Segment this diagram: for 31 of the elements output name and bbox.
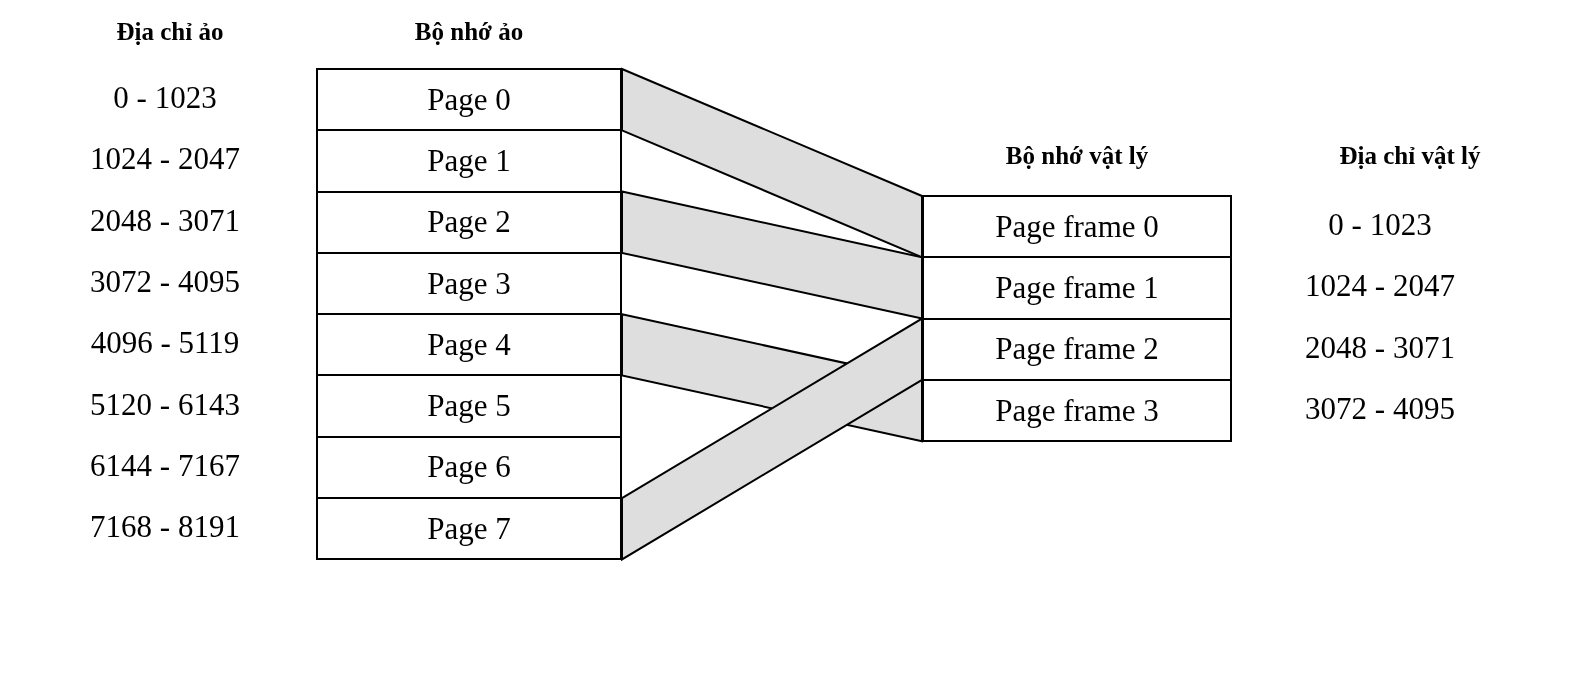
page-box: Page 4 xyxy=(316,313,622,377)
column-heading: Địa chỉ ảo xyxy=(115,18,225,46)
page-box: Page frame 3 xyxy=(922,378,1232,443)
page-box: Page frame 1 xyxy=(922,256,1232,320)
address-range: 1024 - 2047 xyxy=(1304,268,1456,305)
address-range: 6144 - 7167 xyxy=(89,447,241,484)
address-range: 3072 - 4095 xyxy=(89,263,241,300)
page-box: Page 5 xyxy=(316,374,622,438)
page-box: Page 3 xyxy=(316,251,622,316)
page-box: Page 2 xyxy=(316,190,622,254)
address-range: 3072 - 4095 xyxy=(1304,390,1456,427)
address-range: 7168 - 8191 xyxy=(89,509,241,546)
address-range: 4096 - 5119 xyxy=(89,325,241,362)
address-range: 0 - 1023 xyxy=(112,80,218,116)
address-range: 0 - 1023 xyxy=(1327,207,1433,243)
mapping-band xyxy=(621,190,923,320)
address-range: 2048 - 3071 xyxy=(1304,329,1456,366)
page-box: Page frame 2 xyxy=(922,317,1232,381)
address-range: 5120 - 6143 xyxy=(89,386,241,423)
address-range: 1024 - 2047 xyxy=(89,141,241,178)
address-range: 2048 - 3071 xyxy=(89,202,241,239)
page-box: Page frame 0 xyxy=(922,195,1232,259)
column-heading: Bộ nhớ vật lý xyxy=(1004,142,1150,171)
page-box: Page 0 xyxy=(316,68,622,132)
page-box: Page 6 xyxy=(316,435,622,500)
page-box: Page 7 xyxy=(316,497,622,561)
page-box: Page 1 xyxy=(316,129,622,193)
mapping-band xyxy=(621,316,923,562)
column-heading: Địa chỉ vật lý xyxy=(1338,142,1482,170)
column-heading: Bộ nhớ ảo xyxy=(413,18,525,47)
mapping-band xyxy=(621,67,923,259)
